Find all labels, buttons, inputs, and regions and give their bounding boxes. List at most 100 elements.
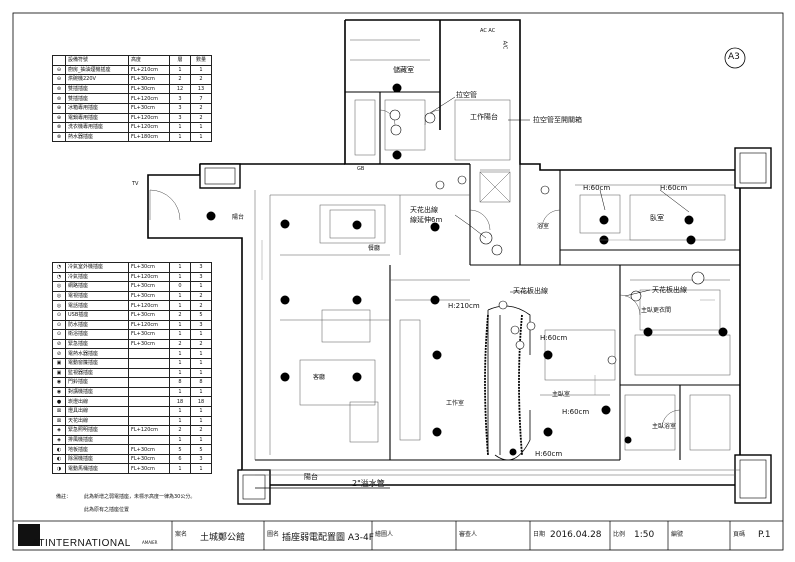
annotation-ceiling-out-2: 天花板出線 (652, 286, 687, 294)
date-label: 日期 (533, 531, 546, 538)
outlet-symbol-icon: ⊜ (52, 83, 66, 95)
legend-header-height: 高度 (128, 55, 170, 66)
outlet-symbol-icon: ◎ (52, 290, 66, 302)
outlet-symbol-icon: ◉ (52, 377, 66, 388)
sheet-value: P.1 (758, 530, 771, 540)
outlet-symbol-icon: ⊜ (52, 93, 66, 104)
outlet-symbol-icon: ◈ (52, 425, 66, 436)
company-logo-sub: AMAIER (142, 540, 158, 545)
annotation-h60-1: H:60cm (583, 184, 611, 192)
outlet-symbol-icon: ◔ (52, 271, 66, 283)
outlet-symbol-icon: ◐ (52, 444, 66, 455)
outlet-symbol-icon: ● (52, 396, 66, 407)
note-text-1: 此為新增之弱電插座，未標示高度一律為30公分。 (84, 494, 196, 500)
company-logo: ATINTERNATIONAL (32, 538, 131, 549)
scale-value: 1:50 (634, 530, 655, 540)
number-label: 編號 (671, 531, 684, 538)
room-label-dining: 餐廳 (368, 245, 381, 252)
room-label-master-bedroom: 主臥室 (552, 391, 571, 398)
drawing-label: 圖名 (267, 531, 280, 538)
annotation-acac: AC AC (480, 28, 496, 34)
room-label-office-balcony: 工作陽台 (470, 113, 498, 121)
outlet-symbol-icon: ⊗ (52, 122, 66, 133)
legend-header-floor: 層 (169, 55, 191, 66)
annotation-h60-5: H:60cm (535, 450, 563, 458)
outlet-symbol-icon: ◑ (52, 463, 66, 475)
annotation-ceiling-line: 天花出線 線延伸6m (410, 206, 443, 224)
leader-lines (429, 96, 690, 297)
ceiling-outlets (206, 83, 728, 456)
outlet-symbol-icon: ⊘ (52, 348, 66, 359)
outlet-symbol-icon: ⊕ (52, 102, 66, 114)
wall-outlet-symbols (389, 109, 705, 365)
room-label-bedroom: 臥室 (650, 214, 664, 222)
annotation-ac: A/C (501, 40, 508, 50)
note-label: 備註： (56, 494, 72, 500)
legend-header-symbol (52, 55, 66, 66)
outlet-symbol-icon: ⊙ (52, 319, 66, 331)
annotation-h60-4: H:60cm (562, 408, 590, 416)
outlet-symbol-icon: ◎ (52, 300, 66, 311)
section-tag-circle (724, 47, 746, 69)
detail-lines (242, 39, 740, 476)
case-label: 案名 (175, 531, 188, 538)
legend-header-name: 設備符號 (65, 55, 129, 66)
annotation-ceiling-out-1: 天花板出線 (513, 287, 548, 295)
sheet-label: 頁碼 (733, 531, 746, 538)
outlet-symbol-icon: ◉ (52, 386, 66, 398)
outlet-symbol-icon: ▣ (52, 357, 66, 369)
outlet-symbol-icon: ⊕ (52, 112, 66, 124)
date-value: 2016.04.28 (550, 530, 602, 540)
outlet-symbol-icon: ◔ (52, 262, 66, 273)
outlet-symbol-icon: ⊖ (52, 64, 66, 76)
section-tag: A3 (728, 52, 740, 62)
room-label-balcony: 陽台 (304, 473, 318, 481)
annotation-tv: TV (132, 181, 139, 187)
annotation-gb: GB (357, 166, 365, 172)
columns (199, 147, 772, 505)
outlet-symbol-icon: ⊖ (52, 74, 66, 85)
legend-header-row: 設備符號 高度 層 數量 (52, 55, 212, 66)
outlet-symbol-icon: ◈ (52, 434, 66, 446)
outlet-symbol-icon: ▣ (52, 367, 66, 379)
drafter-label: 繪圖人 (375, 531, 394, 538)
annotation-pull-pipe: 拉空管 (456, 91, 477, 99)
case-name: 土城鄭公館 (200, 533, 246, 543)
room-label-balcony-2: 陽台 (232, 214, 245, 221)
annotation-pull-pipe-box: 拉空管至開關箱 (533, 116, 582, 124)
sheet-border (12, 12, 784, 551)
logo-mark (18, 524, 40, 546)
walls (147, 19, 741, 486)
checker-label: 審查人 (459, 531, 478, 538)
title-block-lines (13, 520, 783, 550)
outlet-symbol-icon: ⊗ (52, 131, 66, 143)
outlet-symbol-icon: ⊘ (52, 338, 66, 350)
annotation-h60-3: H:60cm (540, 334, 568, 342)
room-label-living: 客廳 (313, 374, 326, 381)
